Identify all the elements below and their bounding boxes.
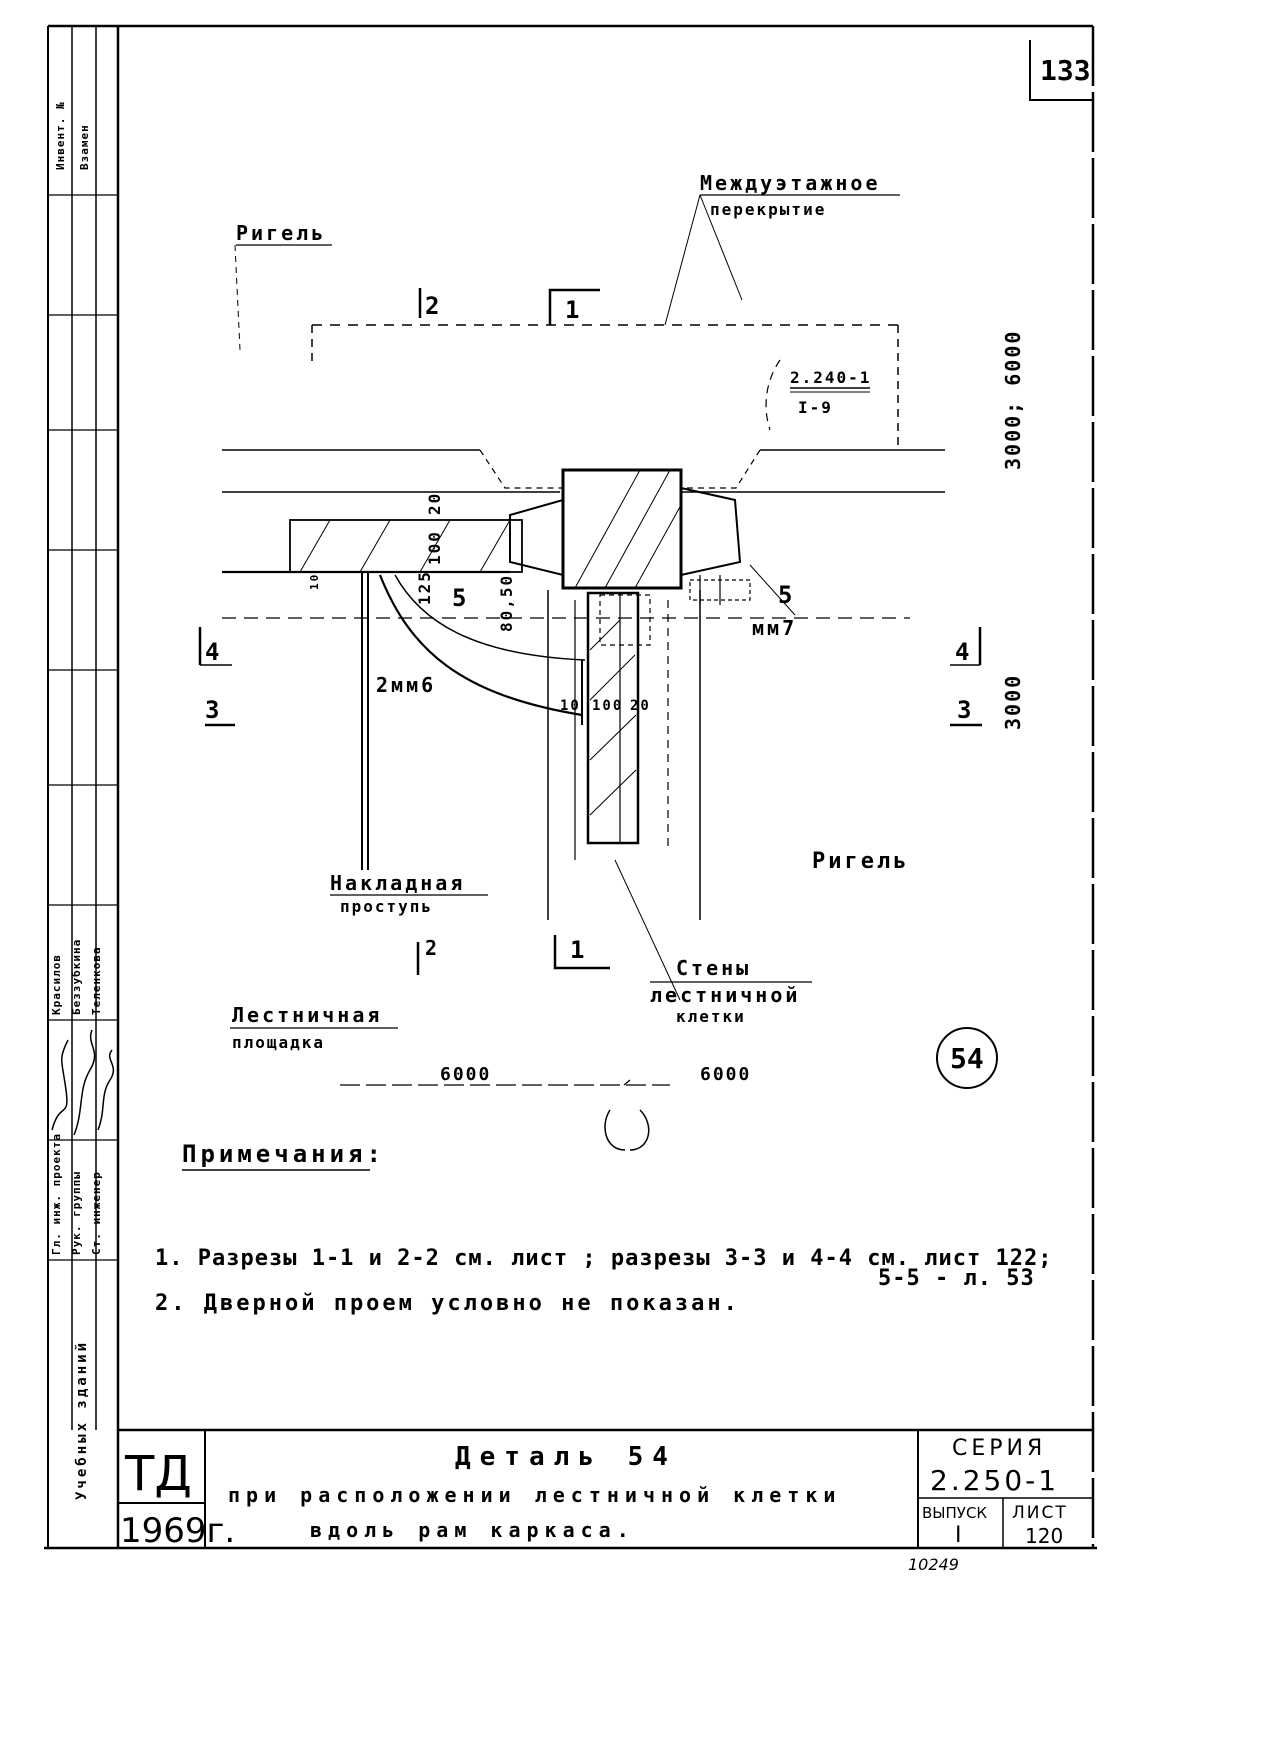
signature-3	[97, 1049, 115, 1131]
title-line-2: при расположении лестничной клетки	[228, 1483, 841, 1507]
dim-6000-right: 6000	[700, 1064, 751, 1085]
dim-100b: 100	[592, 698, 623, 714]
signature-2	[73, 1029, 96, 1136]
label-walls-2: лестничной	[650, 983, 800, 1007]
stamp-replaces: Взамен	[78, 124, 91, 170]
label-floor-1: Междуэтажное	[700, 171, 881, 195]
dim-20b: 20	[630, 698, 651, 714]
signature-1	[51, 1039, 69, 1131]
label-rigel-top: Ригель	[236, 221, 326, 245]
label-dim-right-upper: 3000; 6000	[1001, 330, 1025, 470]
drawing-labels: Ригель Междуэтажное перекрытие 2.240-1 I…	[205, 171, 1025, 1085]
note-line-1b: 5-5 - л. 53	[878, 1266, 1035, 1291]
dim-10b: 10	[560, 698, 581, 714]
issue-label: ВЫПУСК	[922, 1504, 987, 1522]
stamp-role-2: Рук. группы	[70, 1171, 83, 1255]
section-4-right: 4	[955, 638, 969, 666]
label-landing-2: площадка	[232, 1033, 325, 1052]
label-ref-top: 2.240-1	[790, 368, 871, 387]
section-4-left: 4	[205, 638, 219, 666]
section-1-top: 1	[565, 296, 579, 324]
label-walls-3: клетки	[676, 1007, 746, 1026]
title-logo: ТД	[124, 1446, 192, 1502]
title-line-1: Деталь 54	[455, 1442, 677, 1472]
label-walls-1: Стены	[676, 956, 751, 980]
title-block: ТД 1969г. Деталь 54 при расположении лес…	[120, 1436, 1068, 1574]
dim-100: 100	[425, 530, 444, 565]
stamp-name-2: Беззубкина	[70, 939, 83, 1015]
notes-heading: Примечания:	[182, 1140, 385, 1168]
label-mm7: мм7	[752, 616, 797, 640]
title-year: 1969г.	[120, 1511, 235, 1551]
section-3-left: 3	[205, 696, 219, 724]
dim-80-50: 80,50	[497, 574, 516, 632]
stamp-inv-no: Инвент. №	[54, 101, 67, 170]
label-landing-1: Лестничная	[232, 1003, 382, 1027]
dim-10: 10	[308, 573, 321, 590]
section-1-bottom: 1	[570, 936, 584, 964]
detail-number: 54	[950, 1042, 984, 1075]
label-rigel-bottom: Ригель	[812, 849, 909, 874]
stamp-department: Учебных зданий	[74, 1340, 90, 1500]
stamp-role-1: Гл. инж. проекта	[50, 1133, 63, 1255]
series-label: СЕРИЯ	[952, 1436, 1046, 1461]
label-dim-right-lower: 3000	[1001, 674, 1025, 730]
label-tread-2: проступь	[340, 897, 433, 916]
dim-125: 125	[415, 570, 434, 605]
section-2-bottom: 2	[425, 936, 437, 960]
sheet-label: ЛИСТ	[1012, 1503, 1068, 1523]
dim-20: 20	[425, 492, 444, 515]
label-floor-2: перекрытие	[710, 200, 826, 219]
label-tread-1: Накладная	[330, 871, 465, 895]
dim-6000-left: 6000	[440, 1064, 491, 1085]
section-5-left: 5	[452, 584, 466, 612]
side-stamp: Инвент. № Взамен Гл. инж. проекта Рук. г…	[50, 101, 115, 1500]
notes: Примечания: 1. Разрезы 1-1 и 2-2 см. лис…	[155, 1140, 1052, 1316]
sheet-value: 120	[1025, 1524, 1063, 1548]
note-line-1: 1. Разрезы 1-1 и 2-2 см. лист ; разрезы …	[155, 1246, 1052, 1271]
note-line-2: 2. Дверной проем условно не показан.	[155, 1291, 740, 1316]
sheet-frame	[44, 24, 1097, 1550]
section-3-right: 3	[957, 696, 971, 724]
label-ref-bottom: I-9	[798, 398, 833, 417]
archive-number: 10249	[908, 1555, 959, 1574]
issue-value: I	[955, 1523, 962, 1548]
label-2mm6: 2мм6	[376, 673, 436, 697]
stamp-role-3: Ст. инженер	[90, 1171, 103, 1255]
title-line-3: вдоль рам каркаса.	[310, 1518, 635, 1542]
series-value: 2.250-1	[930, 1464, 1059, 1497]
detail-drawing	[198, 194, 998, 1151]
section-5-right: 5	[778, 581, 792, 609]
stamp-name-3: Теленкова	[90, 946, 103, 1015]
section-2-top: 2	[425, 292, 439, 320]
stamp-name-1: Красилов	[50, 954, 63, 1015]
sheet-number: 133	[1040, 54, 1091, 87]
